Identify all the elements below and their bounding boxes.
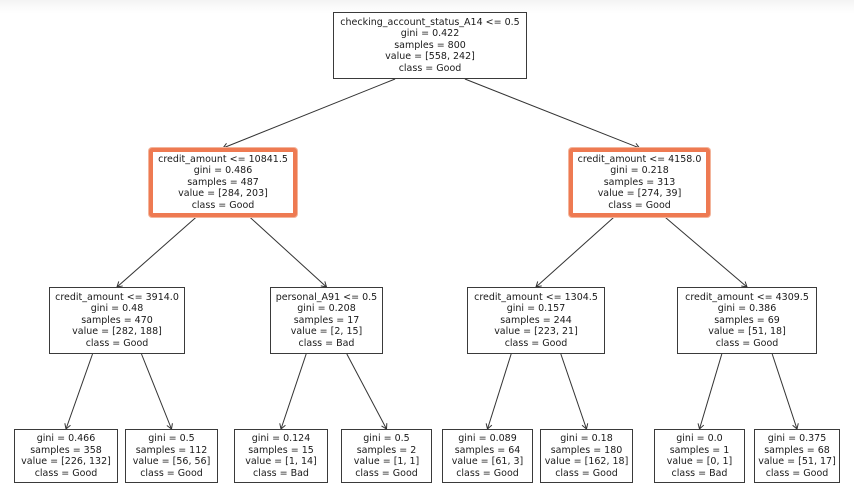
tree-edge-n2-n5: [535, 216, 615, 288]
value-array: value = [558, 242]: [385, 51, 475, 63]
class-label: class = Good: [608, 199, 671, 211]
tree-node-depth2-4: credit_amount <= 4309.5 gini = 0.386 sam…: [677, 287, 817, 354]
gini-value: gini = 0.0: [676, 433, 723, 444]
tree-node-right-depth1: credit_amount <= 4158.0 gini = 0.218 sam…: [569, 148, 710, 217]
class-label: class = Good: [456, 467, 519, 479]
gini-value: gini = 0.18: [560, 433, 613, 444]
tree-leaf-1: gini = 0.466 samples = 358 value = [226,…: [14, 429, 118, 483]
tree-node-depth2-2: personal_A91 <= 0.5 gini = 0.208 samples…: [270, 287, 383, 354]
class-label: class = Good: [715, 337, 779, 349]
gini-value: gini = 0.218: [610, 165, 669, 177]
samples-count: samples = 112: [135, 444, 208, 456]
gini-value: gini = 0.422: [400, 28, 460, 40]
value-array: value = [162, 18]: [544, 456, 629, 467]
gini-value: gini = 0.48: [90, 303, 144, 315]
split-rule: credit_amount <= 3914.0: [55, 291, 179, 303]
gini-value: gini = 0.208: [297, 303, 356, 315]
tree-edge-n4-n10: [346, 353, 387, 430]
class-label: class = Good: [355, 467, 418, 479]
value-array: value = [282, 188]: [72, 326, 162, 338]
value-array: value = [1, 1]: [353, 456, 420, 467]
tree-edge-n1-n3: [116, 216, 197, 288]
split-rule: checking_account_status_A14 <= 0.5: [340, 16, 520, 28]
samples-count: samples = 358: [30, 444, 102, 456]
split-rule: credit_amount <= 4309.5: [685, 291, 809, 303]
samples-count: samples = 17: [293, 314, 360, 326]
tree-edge-n5-n12: [560, 353, 587, 430]
value-array: value = [226, 132]: [21, 456, 111, 467]
tree-node-root: checking_account_status_A14 <= 0.5 gini …: [333, 12, 527, 79]
gini-value: gini = 0.375: [767, 433, 827, 444]
samples-count: samples = 69: [714, 314, 780, 326]
value-array: value = [0, 1]: [666, 456, 733, 467]
tree-leaf-7: gini = 0.0 samples = 1 value = [0, 1] cl…: [654, 429, 745, 483]
tree-node-depth2-3: credit_amount <= 1304.5 gini = 0.157 sam…: [467, 287, 605, 354]
gini-value: gini = 0.5: [148, 433, 195, 444]
samples-count: samples = 68: [764, 444, 830, 456]
split-rule: credit_amount <= 10841.5: [158, 153, 288, 165]
gini-value: gini = 0.486: [193, 165, 253, 177]
gini-value: gini = 0.5: [363, 433, 410, 444]
value-array: value = [61, 3]: [451, 456, 524, 467]
tree-edge-n6-n14: [771, 353, 798, 430]
samples-count: samples = 180: [550, 444, 623, 456]
tree-edge-n0-n1: [222, 78, 396, 149]
tree-edge-n6-n13: [699, 353, 723, 430]
value-array: value = [51, 17]: [758, 456, 836, 467]
split-rule: credit_amount <= 1304.5: [474, 291, 598, 303]
gini-value: gini = 0.386: [717, 303, 777, 315]
tree-node-left-depth1: credit_amount <= 10841.5 gini = 0.486 sa…: [149, 148, 297, 217]
tree-edge-n0-n2: [464, 78, 640, 149]
gini-value: gini = 0.089: [458, 433, 517, 444]
class-label: class = Good: [555, 467, 618, 479]
value-array: value = [274, 39]: [597, 188, 682, 200]
gini-value: gini = 0.124: [251, 433, 311, 444]
tree-leaf-6: gini = 0.18 samples = 180 value = [162, …: [540, 429, 633, 483]
class-label: class = Good: [85, 337, 149, 349]
split-rule: credit_amount <= 4158.0: [577, 153, 702, 165]
value-array: value = [284, 203]: [178, 188, 268, 200]
tree-leaf-8: gini = 0.375 samples = 68 value = [51, 1…: [754, 429, 840, 483]
class-label: class = Bad: [671, 467, 728, 479]
gini-value: gini = 0.157: [506, 303, 566, 315]
value-array: value = [51, 18]: [708, 326, 786, 338]
tree-leaf-4: gini = 0.5 samples = 2 value = [1, 1] cl…: [341, 429, 432, 483]
samples-count: samples = 2: [356, 444, 417, 456]
class-label: class = Good: [398, 62, 462, 74]
samples-count: samples = 487: [187, 176, 259, 188]
value-array: value = [223, 21]: [494, 326, 578, 338]
class-label: class = Good: [140, 467, 203, 479]
value-array: value = [1, 14]: [245, 456, 317, 467]
samples-count: samples = 313: [603, 176, 676, 188]
samples-count: samples = 64: [454, 444, 521, 456]
value-array: value = [2, 15]: [290, 326, 363, 338]
samples-count: samples = 244: [500, 314, 572, 326]
samples-count: samples = 800: [394, 39, 466, 51]
tree-edge-n3-n7: [65, 353, 93, 430]
class-label: class = Bad: [298, 337, 355, 349]
tree-edge-n5-n11: [487, 353, 512, 430]
tree-edge-n3-n8: [141, 353, 172, 430]
tree-edge-n2-n6: [664, 216, 748, 288]
tree-node-depth2-1: credit_amount <= 3914.0 gini = 0.48 samp…: [49, 287, 185, 354]
tree-leaf-3: gini = 0.124 samples = 15 value = [1, 14…: [234, 429, 328, 483]
class-label: class = Good: [504, 337, 568, 349]
tree-edge-n4-n9: [280, 353, 307, 430]
gini-value: gini = 0.466: [36, 433, 96, 444]
tree-edge-n1-n4: [249, 216, 327, 288]
class-label: class = Good: [34, 467, 98, 479]
tree-leaf-5: gini = 0.089 samples = 64 value = [61, 3…: [442, 429, 533, 483]
class-label: class = Good: [765, 467, 829, 479]
tree-leaf-2: gini = 0.5 samples = 112 value = [56, 56…: [125, 429, 218, 483]
samples-count: samples = 15: [248, 444, 314, 456]
samples-count: samples = 1: [669, 444, 730, 456]
split-rule: personal_A91 <= 0.5: [275, 291, 378, 303]
value-array: value = [56, 56]: [132, 456, 211, 467]
samples-count: samples = 470: [81, 314, 153, 326]
class-label: class = Good: [191, 199, 255, 211]
class-label: class = Bad: [253, 467, 309, 479]
